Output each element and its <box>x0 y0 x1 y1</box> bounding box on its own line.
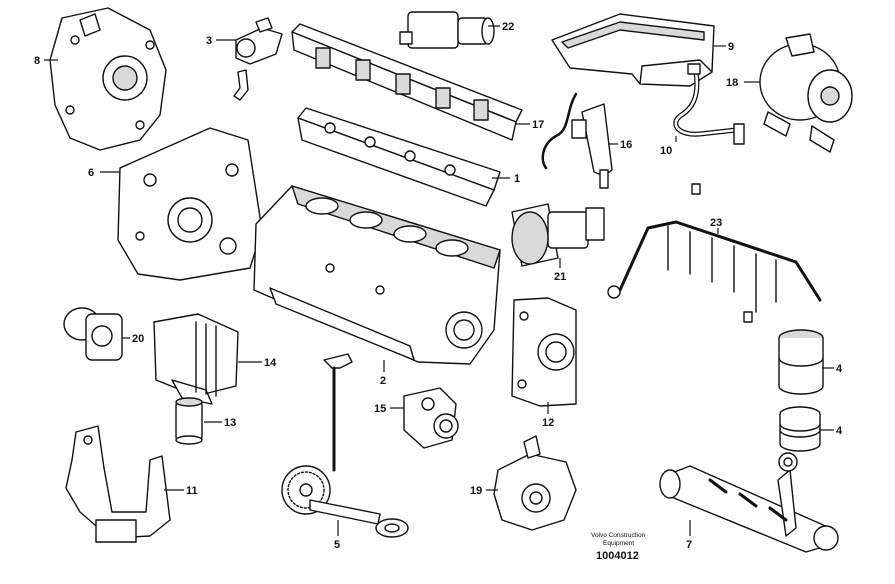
callout-3: 3 <box>206 35 212 47</box>
callout-17: 17 <box>532 119 544 131</box>
callout-13: 13 <box>224 417 236 429</box>
callout-7: 7 <box>686 539 692 551</box>
solenoid-unit <box>399 11 495 49</box>
water-pump <box>63 307 123 361</box>
credit-line-2: Equipment <box>603 540 634 547</box>
figure-code: 1004012 <box>596 550 639 562</box>
callout-11: 11 <box>186 485 198 497</box>
cylinder-liner <box>778 329 824 395</box>
fuel-injector <box>541 92 613 189</box>
engine-bracket <box>65 425 171 543</box>
fuel-pump <box>493 435 577 531</box>
front-cover <box>511 297 577 407</box>
timing-gear-housing <box>117 127 263 281</box>
thermostat-housing <box>403 387 459 449</box>
callout-19: 19 <box>470 485 482 497</box>
callout-8: 8 <box>34 55 40 67</box>
callout-4-piston: 4 <box>836 425 843 437</box>
callout-21: 21 <box>554 271 566 283</box>
wiring-harness <box>607 183 822 323</box>
piston <box>779 406 821 452</box>
callout-2: 2 <box>380 375 386 387</box>
cylinder-head <box>297 107 501 207</box>
callout-20: 20 <box>132 333 144 345</box>
callout-6: 6 <box>88 167 94 179</box>
oil-pipe <box>673 63 745 145</box>
callout-9: 9 <box>728 41 734 53</box>
crankshaft <box>659 452 839 553</box>
engine-block <box>253 185 501 365</box>
oil-filter <box>175 397 203 445</box>
callout-labels: 8 3 22 9 18 17 16 10 6 1 23 21 20 14 2 4… <box>34 21 843 551</box>
callout-12: 12 <box>542 417 554 429</box>
callout-23: 23 <box>710 217 722 229</box>
credit-block: Volvo Construction Equipment 1004012 <box>591 532 646 562</box>
breather-pipe <box>233 17 283 101</box>
flywheel-housing <box>49 7 167 151</box>
oil-cooler <box>153 313 239 405</box>
callout-22: 22 <box>502 21 514 33</box>
turbocharger <box>759 33 853 153</box>
callout-18: 18 <box>726 77 738 89</box>
callout-15: 15 <box>374 403 386 415</box>
camshaft <box>281 353 409 538</box>
starter-motor <box>511 203 605 267</box>
callout-1: 1 <box>514 173 520 185</box>
intake-manifold <box>291 23 523 141</box>
callout-4-liner: 4 <box>836 363 843 375</box>
callout-5: 5 <box>334 539 340 551</box>
callout-16: 16 <box>620 139 632 151</box>
leader-lines <box>44 25 834 536</box>
callout-10: 10 <box>660 145 672 157</box>
callout-14: 14 <box>264 357 277 369</box>
credit-line-1: Volvo Construction <box>591 532 646 539</box>
oil-pan <box>551 13 715 87</box>
